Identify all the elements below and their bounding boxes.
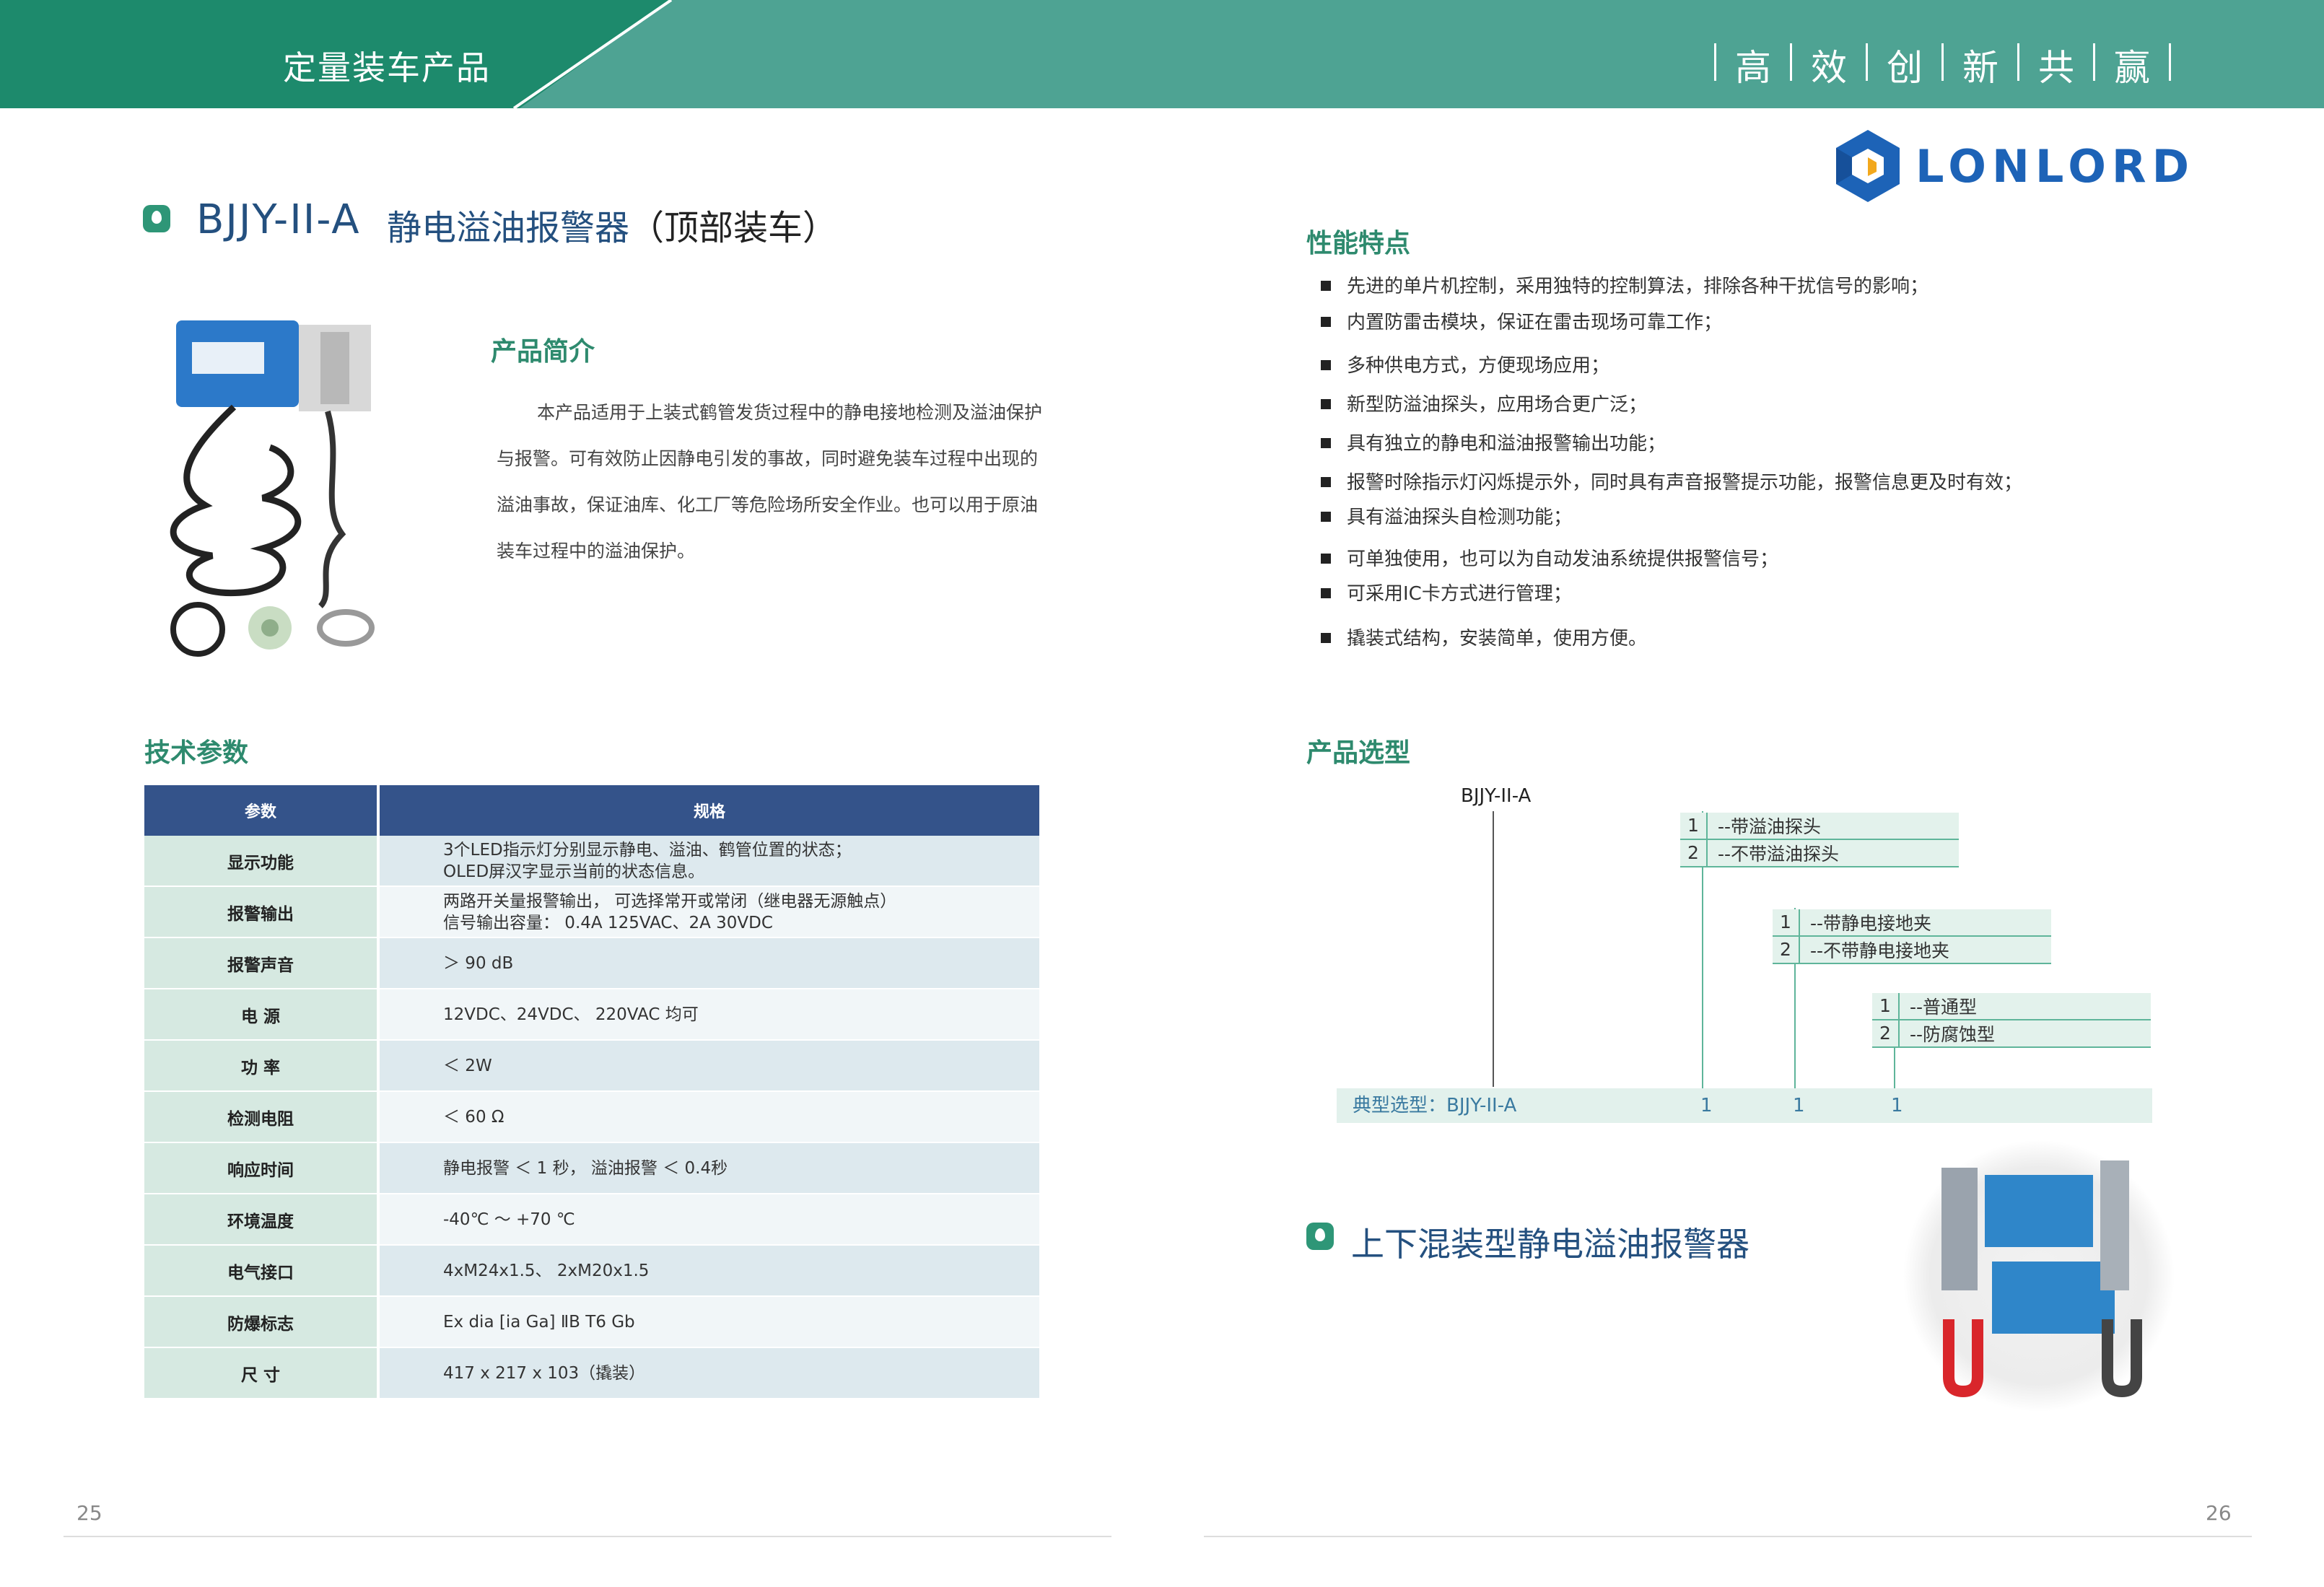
param-cell: 电气接口 (144, 1245, 380, 1297)
param-cell: 尺 寸 (144, 1347, 380, 1399)
typical-value: 1 (1891, 1095, 1903, 1116)
param-cell: 检测电阻 (144, 1091, 380, 1143)
value-cell: ＞ 90 dB (378, 937, 1039, 989)
drop-icon (1306, 1223, 1334, 1250)
logo-wordmark: LONLORD (1915, 139, 2196, 193)
feature-item: 具有溢油探头自检测功能； (1321, 502, 1572, 529)
value-cell: -40℃ ～ +70 ℃ (378, 1194, 1039, 1246)
selection-line (1794, 908, 1796, 1088)
table-row: 响应时间静电报警 ＜ 1 秒， 溢油报警 ＜ 0.4秒 (144, 1142, 1039, 1194)
selection-line (1493, 811, 1494, 1087)
slogan-char: 共 (2038, 47, 2074, 89)
typical-value: 1 (1700, 1095, 1713, 1116)
param-cell: 防爆标志 (144, 1296, 380, 1348)
typical-label: 典型选型：BJJY-II-A (1353, 1095, 1517, 1116)
feature-item: 可单独使用，也可以为自动发油系统提供报警信号； (1321, 544, 1778, 571)
selection-option: 2--不带静电接地夹 (1773, 937, 2051, 964)
product-model: BJJY-II-A (196, 196, 361, 243)
slogan-char: 新 (1962, 47, 1998, 89)
param-cell: 报警输出 (144, 886, 380, 938)
value-cell: 静电报警 ＜ 1 秒， 溢油报警 ＜ 0.4秒 (378, 1142, 1039, 1194)
value-cell: Ex dia [ia Ga] ⅡB T6 Gb (378, 1296, 1039, 1348)
value-cell: 4xM24x1.5、 2xM20x1.5 (378, 1245, 1039, 1297)
company-logo: LONLORD (1833, 128, 2195, 204)
value-cell: 两路开关量报警输出， 可选择常开或常闭（继电器无源触点）信号输出容量： 0.4A… (378, 886, 1039, 938)
typical-selection: 典型选型：BJJY-II-A 1 1 1 (1337, 1088, 2152, 1123)
table-row: 报警输出两路开关量报警输出， 可选择常开或常闭（继电器无源触点）信号输出容量： … (144, 886, 1039, 938)
header-accent (0, 0, 673, 108)
table-row: 功 率＜ 2W (144, 1040, 1039, 1092)
selection-option: 2--防腐蚀型 (1872, 1020, 2151, 1048)
selection-line (1702, 811, 1703, 1088)
value-cell: 12VDC、24VDC、 220VAC 均可 (378, 989, 1039, 1041)
value-cell: ＜ 2W (378, 1040, 1039, 1092)
value-cell: ＜ 60 Ω (378, 1091, 1039, 1143)
selection-option: 1--带静电接地夹 (1773, 909, 2051, 937)
column-header: 规格 (378, 785, 1039, 836)
param-cell: 显示功能 (144, 836, 380, 887)
slogan-char: 赢 (2114, 47, 2150, 89)
param-cell: 电 源 (144, 989, 380, 1041)
selection-option: 2--不带溢油探头 (1680, 840, 1959, 867)
table-row: 检测电阻＜ 60 Ω (144, 1091, 1039, 1143)
section-title: 定量装车产品 (283, 48, 491, 87)
slogan-char: 效 (1811, 47, 1847, 89)
selection-option: 1--普通型 (1872, 993, 2151, 1020)
second-product-title: 上下混装型静电溢油报警器 (1351, 1225, 1749, 1264)
table-row: 报警声音＞ 90 dB (144, 937, 1039, 989)
drop-icon (143, 205, 170, 232)
product-name-text: 静电溢油报警器 (387, 208, 630, 248)
slogan-char: 创 (1887, 47, 1923, 89)
product-name: 静电溢油报警器（顶部装车） (387, 199, 837, 250)
specs-heading: 技术参数 (144, 738, 249, 768)
slogan-char: 高 (1735, 47, 1771, 89)
hexagon-logo-icon (1836, 130, 1900, 202)
table-row: 环境温度-40℃ ～ +70 ℃ (144, 1194, 1039, 1246)
product-photo (170, 320, 375, 657)
intro-body: 本产品适用于上装式鹤管发货过程中的静电接地检测及溢油保护与报警。可有效防止因静电… (497, 402, 1043, 561)
value-cell: 3个LED指示灯分别显示静电、溢油、鹤管位置的状态；OLED屏汉字显示当前的状态… (378, 836, 1039, 887)
param-cell: 报警声音 (144, 937, 380, 989)
feature-item: 具有独立的静电和溢油报警输出功能； (1321, 429, 1666, 455)
product-name-suffix: （顶部装车） (629, 208, 838, 248)
selection-option: 1--带溢油探头 (1680, 813, 1959, 840)
feature-item: 撬装式结构，安装简单，使用方便。 (1321, 624, 1647, 650)
feature-item: 先进的单片机控制，采用独特的控制算法，排除各种干扰信号的影响； (1321, 271, 1928, 298)
feature-item: 可采用IC卡方式进行管理； (1321, 579, 1572, 605)
typical-value: 1 (1793, 1095, 1805, 1116)
feature-item: 多种供电方式，方便现场应用； (1321, 351, 1609, 377)
feature-item: 新型防溢油探头，应用场合更广泛； (1321, 390, 1647, 416)
feature-item: 报警时除指示灯闪烁提示外，同时具有声音报警提示功能，报警信息更及时有效； (1321, 468, 2022, 494)
selection-model: BJJY-II-A (1461, 785, 1532, 807)
table-header-row: 参数 规格 (144, 785, 1039, 836)
page-number-right: 26 (2206, 1501, 2232, 1525)
slogan: 高 效 创 新 共 赢 (1695, 39, 2190, 91)
param-cell: 功 率 (144, 1040, 380, 1092)
page-number-left: 25 (77, 1501, 102, 1525)
intro-heading: 产品简介 (491, 337, 595, 367)
second-product-photo (1903, 1140, 2175, 1412)
footer-line (64, 1536, 1111, 1537)
selection-heading: 产品选型 (1306, 738, 1411, 768)
features-heading: 性能特点 (1306, 229, 1411, 258)
value-cell: 417 x 217 x 103（撬装） (378, 1347, 1039, 1399)
param-cell: 环境温度 (144, 1194, 380, 1246)
column-header: 参数 (144, 785, 380, 836)
param-cell: 响应时间 (144, 1142, 380, 1194)
footer-line (1204, 1536, 2252, 1537)
feature-item: 内置防雷击模块，保证在雷击现场可靠工作； (1321, 307, 1722, 334)
